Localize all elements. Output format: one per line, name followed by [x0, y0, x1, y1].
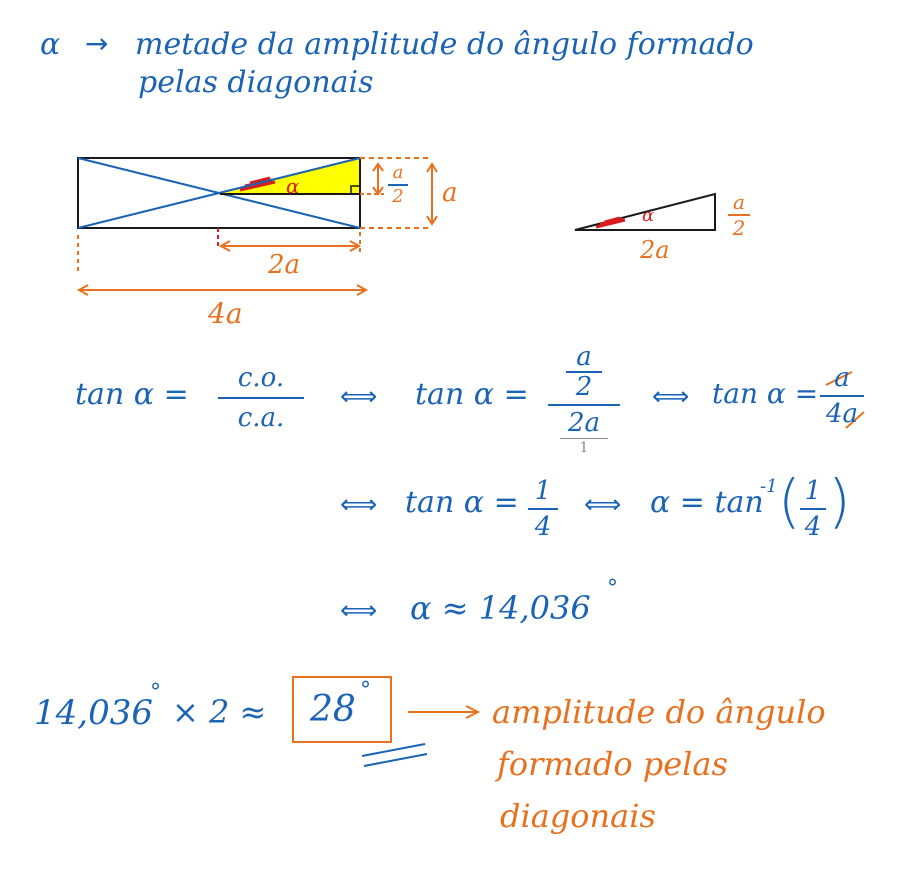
eq2-paren-frac-den: 4	[804, 512, 822, 542]
eq1-frac1-num: c.o.	[237, 363, 285, 393]
eq1-frac2-num-top: a	[576, 342, 592, 372]
result-box	[292, 676, 392, 743]
cancel-den	[845, 411, 865, 429]
eq2-paren-left: (	[778, 467, 801, 535]
eq3-deg: °	[607, 576, 618, 601]
eq2-paren-frac-num: 1	[804, 476, 822, 506]
eq1-frac2-den: 2a	[567, 408, 601, 438]
eq2-paren-right: )	[828, 467, 851, 535]
eq1-iff-2: ⟺	[652, 382, 690, 412]
eq2-sup: -1	[760, 476, 778, 497]
underline-2	[363, 753, 428, 767]
eq2-paren-frac: 1 4	[800, 478, 826, 540]
eq1-mid: tan α =	[415, 377, 529, 412]
alpha-symbol: α	[40, 27, 61, 62]
half-a-fraction: a 2	[388, 164, 408, 206]
eq2-frac-num: 1	[534, 476, 552, 506]
header-line-2: pelas diagonais	[138, 65, 374, 100]
eq2-rhs: α = tan	[650, 485, 764, 520]
eq1-frac3-num: a	[834, 363, 850, 393]
result-boxed-deg: °	[360, 678, 371, 703]
result-desc-1: amplitude do ângulo	[492, 693, 826, 731]
two-a-label: 2a	[268, 250, 301, 280]
right-angle-marker	[350, 185, 360, 194]
result-boxed: 28	[310, 689, 356, 730]
eq2-lhs: tan α =	[405, 485, 519, 520]
header-line-1: metade da amplitude do ângulo formado	[135, 27, 754, 62]
eq1-lhs: tan α =	[75, 377, 189, 412]
four-a-label: 4a	[208, 297, 243, 330]
eq1-iff-1: ⟺	[340, 382, 378, 412]
diagonal-2	[77, 157, 361, 229]
header-arrow: →	[85, 27, 109, 60]
eq3-iff: ⟺	[340, 596, 378, 626]
eq1-frac3: a 4a	[820, 365, 864, 427]
result-times: × 2 ≈	[172, 693, 267, 731]
small-alpha-label: α	[642, 205, 655, 226]
small-angle-hatch	[595, 216, 626, 229]
half-a-num: a	[392, 162, 404, 183]
eq3-text: α ≈ 14,036	[410, 589, 591, 627]
eq2-frac-den: 4	[534, 512, 552, 542]
result-deg: °	[150, 680, 161, 705]
eq1-frac1-den: c.a.	[237, 403, 285, 433]
eq1-rhs: tan α =	[712, 377, 819, 410]
eq1-frac2: a 2 2a 1	[548, 344, 620, 455]
small-two-a-label: 2a	[640, 236, 670, 264]
result-lhs: 14,036	[34, 693, 153, 733]
underline-1	[361, 743, 426, 757]
small-half-a-den: 2	[732, 216, 746, 240]
eq2-frac: 1 4	[528, 478, 558, 540]
eq2-iff-2: ⟺	[584, 490, 622, 520]
eq1-frac3-den: 4a	[825, 399, 859, 429]
eq1-frac2-num-bot: 2	[575, 372, 593, 402]
result-desc-3: diagonais	[500, 797, 656, 835]
small-triangle	[574, 192, 716, 231]
half-a-den: 2	[392, 186, 404, 207]
result-desc-2: formado pelas	[497, 745, 728, 783]
small-half-a-num: a	[733, 190, 745, 214]
small-half-a-fraction: a 2	[728, 192, 750, 238]
eq2-iff-1: ⟺	[340, 490, 378, 520]
side-a-label: a	[442, 178, 458, 208]
alpha-label: α	[286, 174, 300, 198]
eq1-frac1: c.o. c.a.	[218, 365, 304, 431]
cancel-num	[825, 371, 853, 386]
eq1-frac2-den-sub: 1	[579, 440, 589, 456]
